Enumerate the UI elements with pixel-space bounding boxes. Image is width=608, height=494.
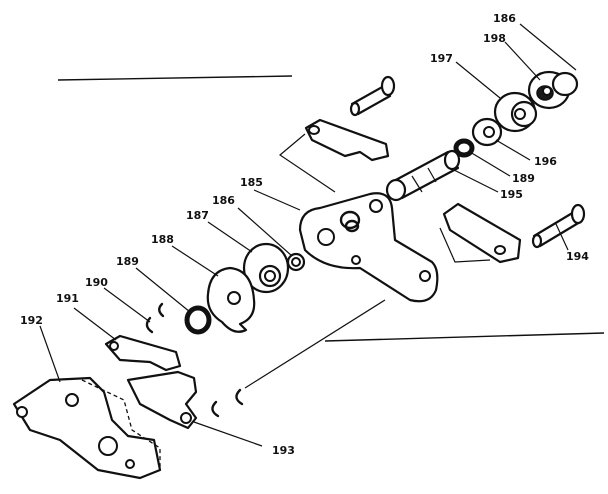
- part-195-shaft: [385, 149, 461, 202]
- callout-190: 190: [85, 276, 108, 289]
- part-192-bracket: [12, 376, 162, 480]
- callout-189-right: 189: [512, 172, 535, 185]
- callout-188: 188: [151, 233, 174, 246]
- callout-186-mid: 186: [212, 194, 235, 207]
- leader-196: [495, 139, 531, 161]
- part-186-collar: [527, 70, 579, 110]
- part-188-cam: [206, 266, 256, 333]
- part-185-main-plate: [298, 192, 439, 303]
- part-196-washer: [471, 117, 503, 147]
- part-197-washer: [493, 91, 538, 133]
- leader-197: [455, 61, 501, 99]
- leader-188: [171, 245, 219, 277]
- part-191-lever: [104, 334, 182, 372]
- callout-197: 197: [430, 52, 453, 65]
- leader-185: [253, 189, 301, 211]
- part-190-clips: [145, 302, 165, 334]
- callout-191: 191: [56, 292, 79, 305]
- leader-193: [193, 421, 263, 447]
- callout-185: 185: [240, 176, 263, 189]
- part-187-disc: [242, 242, 290, 294]
- part-189-ring-left: [184, 305, 212, 335]
- assembly-axis-line-lower: [439, 227, 491, 263]
- reference-line-right: [324, 332, 605, 342]
- part-186-sleeve: [286, 252, 306, 272]
- callout-187: 187: [186, 209, 209, 222]
- leader-191: [73, 307, 117, 341]
- callout-195: 195: [500, 188, 523, 201]
- leader-195: [449, 167, 499, 193]
- callout-192: 192: [20, 314, 43, 327]
- callout-194: 194: [566, 250, 589, 263]
- assembly-axis-line-upper: [279, 133, 336, 193]
- leader-189-left: [135, 267, 191, 313]
- leader-186-mid: [237, 207, 293, 257]
- callout-196: 196: [534, 155, 557, 168]
- part-189-ring-right: [453, 138, 475, 158]
- leader-187: [207, 221, 253, 253]
- part-lever-top: [304, 118, 390, 162]
- assembly-axis-line-bottom: [244, 299, 386, 389]
- leader-192: [39, 325, 61, 383]
- leader-189-right: [469, 151, 511, 177]
- callout-198: 198: [483, 32, 506, 45]
- part-pin-top: [349, 75, 396, 117]
- leader-194: [555, 223, 569, 251]
- part-194-pin: [531, 203, 586, 249]
- callout-189-left: 189: [116, 255, 139, 268]
- part-lever-right: [442, 202, 522, 264]
- callout-186-top: 186: [493, 12, 516, 25]
- reference-line-top: [57, 75, 293, 81]
- callout-193: 193: [272, 444, 295, 457]
- part-193-detent-lever: [126, 370, 244, 430]
- leader-198: [504, 41, 541, 81]
- part-spring-185: [339, 210, 361, 233]
- leader-190: [103, 287, 151, 323]
- leader-186-top: [519, 23, 577, 71]
